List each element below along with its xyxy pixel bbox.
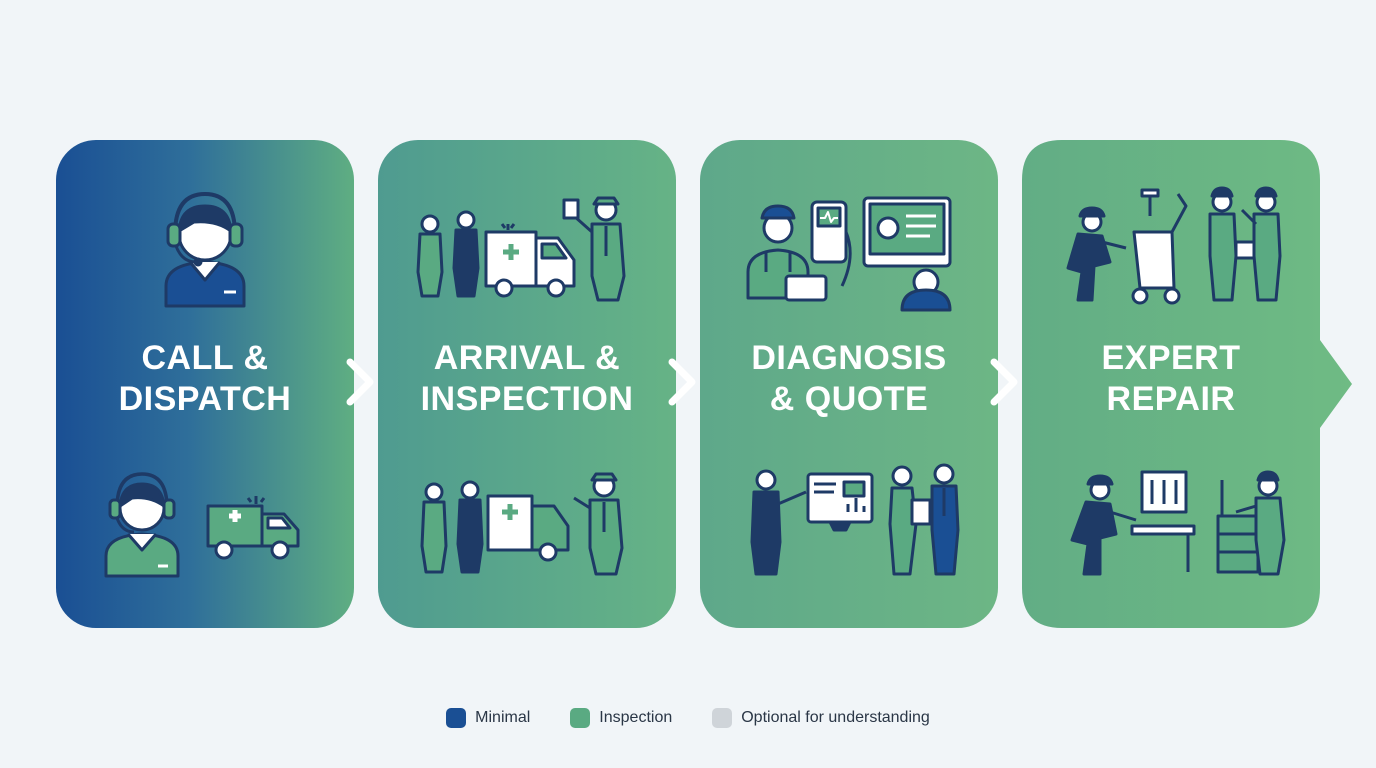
quote-presentation-icon [750,463,960,576]
dispatcher-ambulance-icon [104,472,300,578]
step-title: EXPERT REPAIR [1101,339,1241,418]
step-expert-repair: EXPERT REPAIR [1022,140,1352,628]
responders-inspection-icon [420,472,624,576]
mechanics-workshop-icon [1070,470,1286,576]
step-call-dispatch: CALL & DISPATCH [56,140,354,628]
step-title: ARRIVAL & INSPECTION [420,339,634,418]
chevron-right-icon [668,358,696,406]
step-arrival-inspection: ARRIVAL & INSPECTION [378,140,676,628]
legend-item-minimal: Minimal [446,708,530,728]
legend-label: Minimal [475,709,531,726]
step-title: CALL & DISPATCH [118,339,292,418]
chevron-right-icon [346,358,374,406]
step-diagnosis-quote: DIAGNOSIS & QUOTE [700,140,998,628]
legend-swatch [446,708,467,728]
legend-label: Inspection [599,709,673,726]
legend-item-inspection: Inspection [570,708,672,728]
legend: Minimal Inspection Optional for understa… [0,708,1376,728]
step-title: DIAGNOSIS & QUOTE [751,339,947,418]
mechanics-equipment-icon [1066,186,1282,305]
dispatcher-headset-icon [164,192,246,308]
technician-diagnostics-icon [746,196,952,312]
legend-swatch [570,708,591,728]
legend-label: Optional for understanding [741,709,930,726]
chevron-right-icon [990,358,1018,406]
legend-swatch [712,708,733,728]
responders-ambulance-icon [416,196,626,302]
legend-item-optional: Optional for understanding [712,708,930,728]
